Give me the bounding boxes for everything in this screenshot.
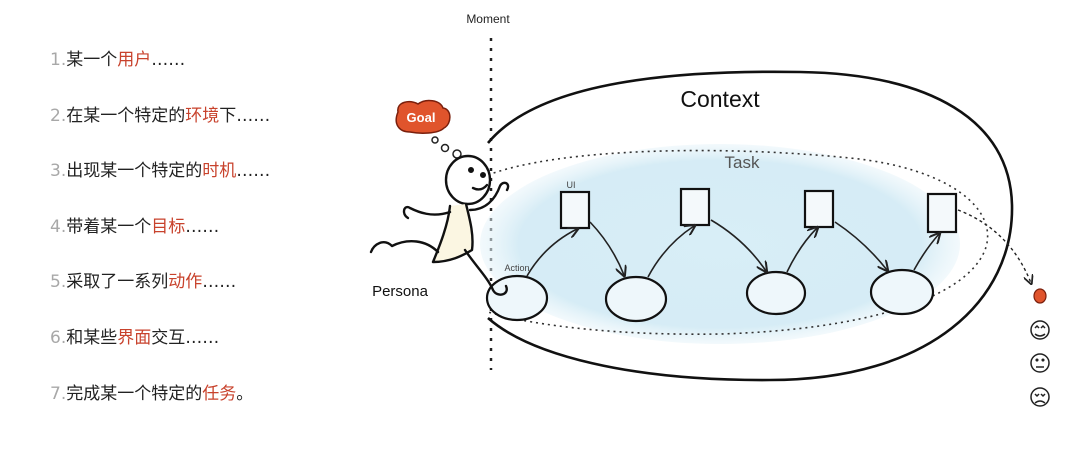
step-keyword: 环境 [185, 106, 220, 126]
step-text: 在某一个特定的 [66, 106, 186, 126]
action-circle-1 [485, 274, 549, 322]
step-text-tail: …… [151, 50, 186, 70]
step-number: 5. [50, 272, 67, 292]
step-keyword: 动作 [168, 272, 203, 292]
ui-screen-3 [803, 189, 835, 229]
step-number: 3. [50, 161, 67, 181]
step-keyword: 用户 [117, 50, 152, 70]
step-6: 6.和某些界面交互…… [50, 326, 219, 350]
step-keyword: 界面 [117, 328, 152, 348]
step-number: 4. [50, 217, 67, 237]
neutral-face-icon [1030, 353, 1050, 373]
step-number: 2. [50, 106, 67, 126]
step-5: 5.采取了一系列动作…… [50, 270, 236, 294]
step-text: 完成某一个特定的 [66, 384, 203, 404]
arrow-ui1-action2 [589, 221, 624, 275]
step-1: 1.某一个用户…… [50, 48, 185, 72]
arrow-ui3-action4 [834, 221, 887, 270]
step-number: 1. [50, 50, 67, 70]
step-text: 和某些 [66, 328, 118, 348]
task-label: Task [725, 153, 760, 172]
action-label: Action [504, 263, 529, 273]
action-circle-2 [604, 275, 668, 323]
thought-dot [431, 136, 439, 144]
arrow-action4-ui4 [913, 234, 939, 271]
step-7: 7.完成某一个特定的任务。 [50, 382, 253, 406]
task-area [480, 144, 960, 344]
step-text: 带着某一个 [66, 217, 152, 237]
ui-label: UI [567, 180, 576, 190]
step-text-tail: 。 [236, 384, 254, 404]
happy-face-icon [1030, 320, 1050, 340]
step-list: 1.某一个用户…… 2.在某一个特定的环境下…… 3.出现某一个特定的时机…… … [50, 0, 380, 455]
step-text-tail: …… [202, 272, 237, 292]
step-text-tail: …… [185, 217, 220, 237]
goal-label: Goal [407, 110, 436, 125]
arrow-action1-ui1 [526, 229, 577, 277]
step-keyword: 任务 [202, 384, 237, 404]
step-number: 6. [50, 328, 67, 348]
step-text-tail: 交互…… [151, 328, 220, 348]
persona-label: Persona [372, 283, 429, 300]
step-keyword: 时机 [202, 161, 237, 181]
action-circle-3 [745, 270, 807, 316]
step-number: 7. [50, 384, 67, 404]
goal-bubble: Goal [395, 99, 451, 134]
arrow-action2-ui2 [647, 226, 694, 278]
persona-figure [369, 154, 510, 296]
moment-label: Moment [466, 12, 510, 26]
ui-screen-1 [559, 190, 591, 230]
context-label: Context [680, 86, 760, 112]
step-text: 采取了一系列 [66, 272, 169, 292]
arrow-action3-ui3 [786, 228, 817, 273]
ui-screen-2 [679, 187, 711, 227]
step-3: 3.出现某一个特定的时机…… [50, 159, 270, 183]
step-text: 出现某一个特定的 [66, 161, 203, 181]
step-text-tail: 下…… [219, 106, 271, 126]
thought-dot [440, 143, 450, 153]
step-text: 某一个 [66, 50, 118, 70]
arrow-ui2-action3 [710, 219, 766, 271]
step-4: 4.带着某一个目标…… [50, 215, 219, 239]
step-2: 2.在某一个特定的环境下…… [50, 104, 270, 128]
ui-screen-4 [926, 192, 958, 234]
action-circle-4 [869, 268, 935, 316]
sad-face-icon [1030, 387, 1050, 407]
step-keyword: 目标 [151, 217, 186, 237]
outcome-drop-icon [1033, 288, 1047, 304]
task-ellipse [487, 149, 989, 335]
step-text-tail: …… [236, 161, 271, 181]
context-ellipse [486, 70, 1014, 382]
